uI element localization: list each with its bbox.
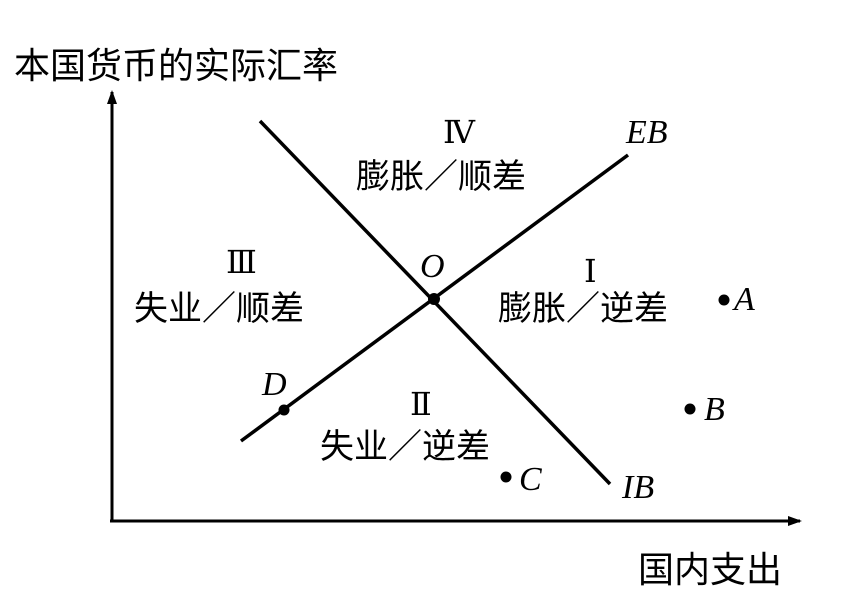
region-i-text: 膨胀／逆差 xyxy=(498,289,668,329)
region-ii-numeral: Ⅱ xyxy=(410,385,432,423)
point-o-label: O xyxy=(420,248,445,285)
region-iv-text: 膨胀／顺差 xyxy=(356,157,526,197)
point-b-marker xyxy=(684,403,696,415)
point-c-marker xyxy=(500,471,512,483)
region-ii-text: 失业／逆差 xyxy=(320,427,490,467)
ib-label: IB xyxy=(621,469,654,506)
point-c-label: C xyxy=(519,461,542,498)
point-o-marker xyxy=(428,293,440,305)
eb-label: EB xyxy=(625,114,668,151)
y-axis-label: 本国货币的实际汇率 xyxy=(14,46,338,87)
point-a-marker xyxy=(718,294,730,306)
x-axis-label: 国内支出 xyxy=(638,550,782,591)
point-d-label: D xyxy=(261,366,287,403)
point-d-marker xyxy=(278,404,290,416)
region-iii-text: 失业／顺差 xyxy=(134,289,304,329)
point-a-label: A xyxy=(732,281,755,318)
point-b-label: B xyxy=(704,391,725,428)
region-iii-numeral: Ⅲ xyxy=(226,243,257,281)
region-iv-numeral: Ⅳ xyxy=(443,113,476,151)
region-i-numeral: Ⅰ xyxy=(584,252,597,290)
